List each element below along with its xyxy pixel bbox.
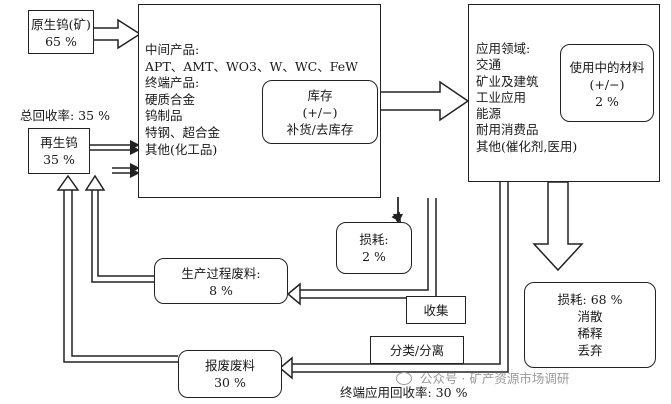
arrow-scrap-to-recycled bbox=[56, 174, 178, 363]
primary-tungsten-pct: 65 % bbox=[45, 34, 77, 49]
applications-line-3: 工业应用 bbox=[476, 89, 527, 105]
in-use-line-0: 使用中的材料 bbox=[569, 60, 645, 75]
sort-label: 分类/分离 bbox=[389, 343, 445, 358]
process-scrap-box: 生产过程废料: 8 % bbox=[154, 258, 288, 304]
loss-use-line-3: 丢弃 bbox=[577, 343, 603, 358]
production-line-1: APT、AMT、WO3、W、WC、FeW bbox=[145, 58, 358, 74]
arrow-production-to-applications bbox=[379, 80, 470, 122]
applications-line-5: 耐用消费品 bbox=[476, 122, 539, 138]
scrap-waste-box: 报废废料 30 % bbox=[178, 350, 282, 398]
watermark-text: 公众号 · 矿产资源市场调研 bbox=[419, 371, 570, 386]
applications-line-0: 应用领域: bbox=[476, 41, 531, 56]
in-use-line-1: (+/−) bbox=[589, 77, 625, 92]
recycled-tungsten-pct: 35 % bbox=[43, 152, 75, 167]
recycled-tungsten-name: 再生钨 bbox=[40, 135, 78, 150]
arrow-primary-to-production bbox=[92, 18, 142, 50]
production-line-4: 钨制品 bbox=[145, 108, 183, 124]
applications-line-6: 其他(催化剂,医用) bbox=[476, 138, 578, 154]
inventory-line-0: 库存 bbox=[307, 88, 333, 103]
applications-line-2: 矿业及建筑 bbox=[476, 73, 539, 89]
production-line-3: 硬质合金 bbox=[145, 91, 196, 107]
recycled-tungsten-box: 再生钨 35 % bbox=[28, 128, 90, 174]
in-use-box: 使用中的材料 (+/−) 2 % bbox=[560, 44, 654, 122]
watermark: 公众号 · 矿产资源市场调研 bbox=[396, 368, 569, 387]
scrap-waste-line-1: 30 % bbox=[214, 375, 246, 390]
loss-use-line-1: 消散 bbox=[577, 309, 603, 324]
inventory-line-2: 补货/去库存 bbox=[286, 122, 354, 137]
wechat-icon bbox=[396, 372, 412, 385]
arrow-recycled-to-production bbox=[89, 140, 140, 178]
process-scrap-line-0: 生产过程废料: bbox=[181, 266, 261, 281]
collect-box: 收集 bbox=[406, 296, 466, 324]
inventory-box: 库存 (+/−) 补货/去库存 bbox=[262, 80, 378, 144]
loss-use-line-2: 稀释 bbox=[577, 326, 603, 341]
end-of-life-recovery-label: 终端应用回收率: 30 % bbox=[340, 385, 468, 400]
applications-line-4: 能源 bbox=[476, 106, 502, 122]
loss-process-line-0: 损耗: bbox=[359, 232, 389, 247]
applications-line-1: 交通 bbox=[476, 57, 502, 73]
loss-process-line-1: 2 % bbox=[362, 249, 386, 264]
process-scrap-line-1: 8 % bbox=[209, 283, 233, 298]
arrow-process-scrap-to-recycled bbox=[84, 174, 154, 283]
production-line-2: 终端产品: bbox=[145, 75, 200, 91]
loss-use-box: 损耗: 68 % 消散 稀释 丢弃 bbox=[524, 282, 656, 368]
primary-tungsten-name: 原生钨(矿) bbox=[31, 17, 91, 32]
production-line-0: 中间产品: bbox=[145, 42, 200, 57]
loss-use-line-0: 损耗: 68 % bbox=[557, 292, 623, 307]
inventory-line-1: (+/−) bbox=[302, 105, 338, 120]
overall-recovery-label: 总回收率: 35 % bbox=[20, 108, 110, 123]
arrow-applications-to-scrap bbox=[278, 182, 509, 380]
scrap-waste-line-0: 报废废料 bbox=[204, 358, 255, 373]
production-line-5: 特钢、超合金 bbox=[145, 124, 221, 140]
collect-label: 收集 bbox=[423, 303, 449, 318]
in-use-line-2: 2 % bbox=[595, 94, 619, 109]
production-line-6: 其他(化工品) bbox=[145, 141, 218, 157]
arrow-applications-to-loss bbox=[532, 181, 584, 272]
loss-process-box: 损耗: 2 % bbox=[336, 222, 412, 274]
primary-tungsten-box: 原生钨(矿) 65 % bbox=[28, 10, 94, 54]
sort-box: 分类/分离 bbox=[370, 336, 464, 364]
